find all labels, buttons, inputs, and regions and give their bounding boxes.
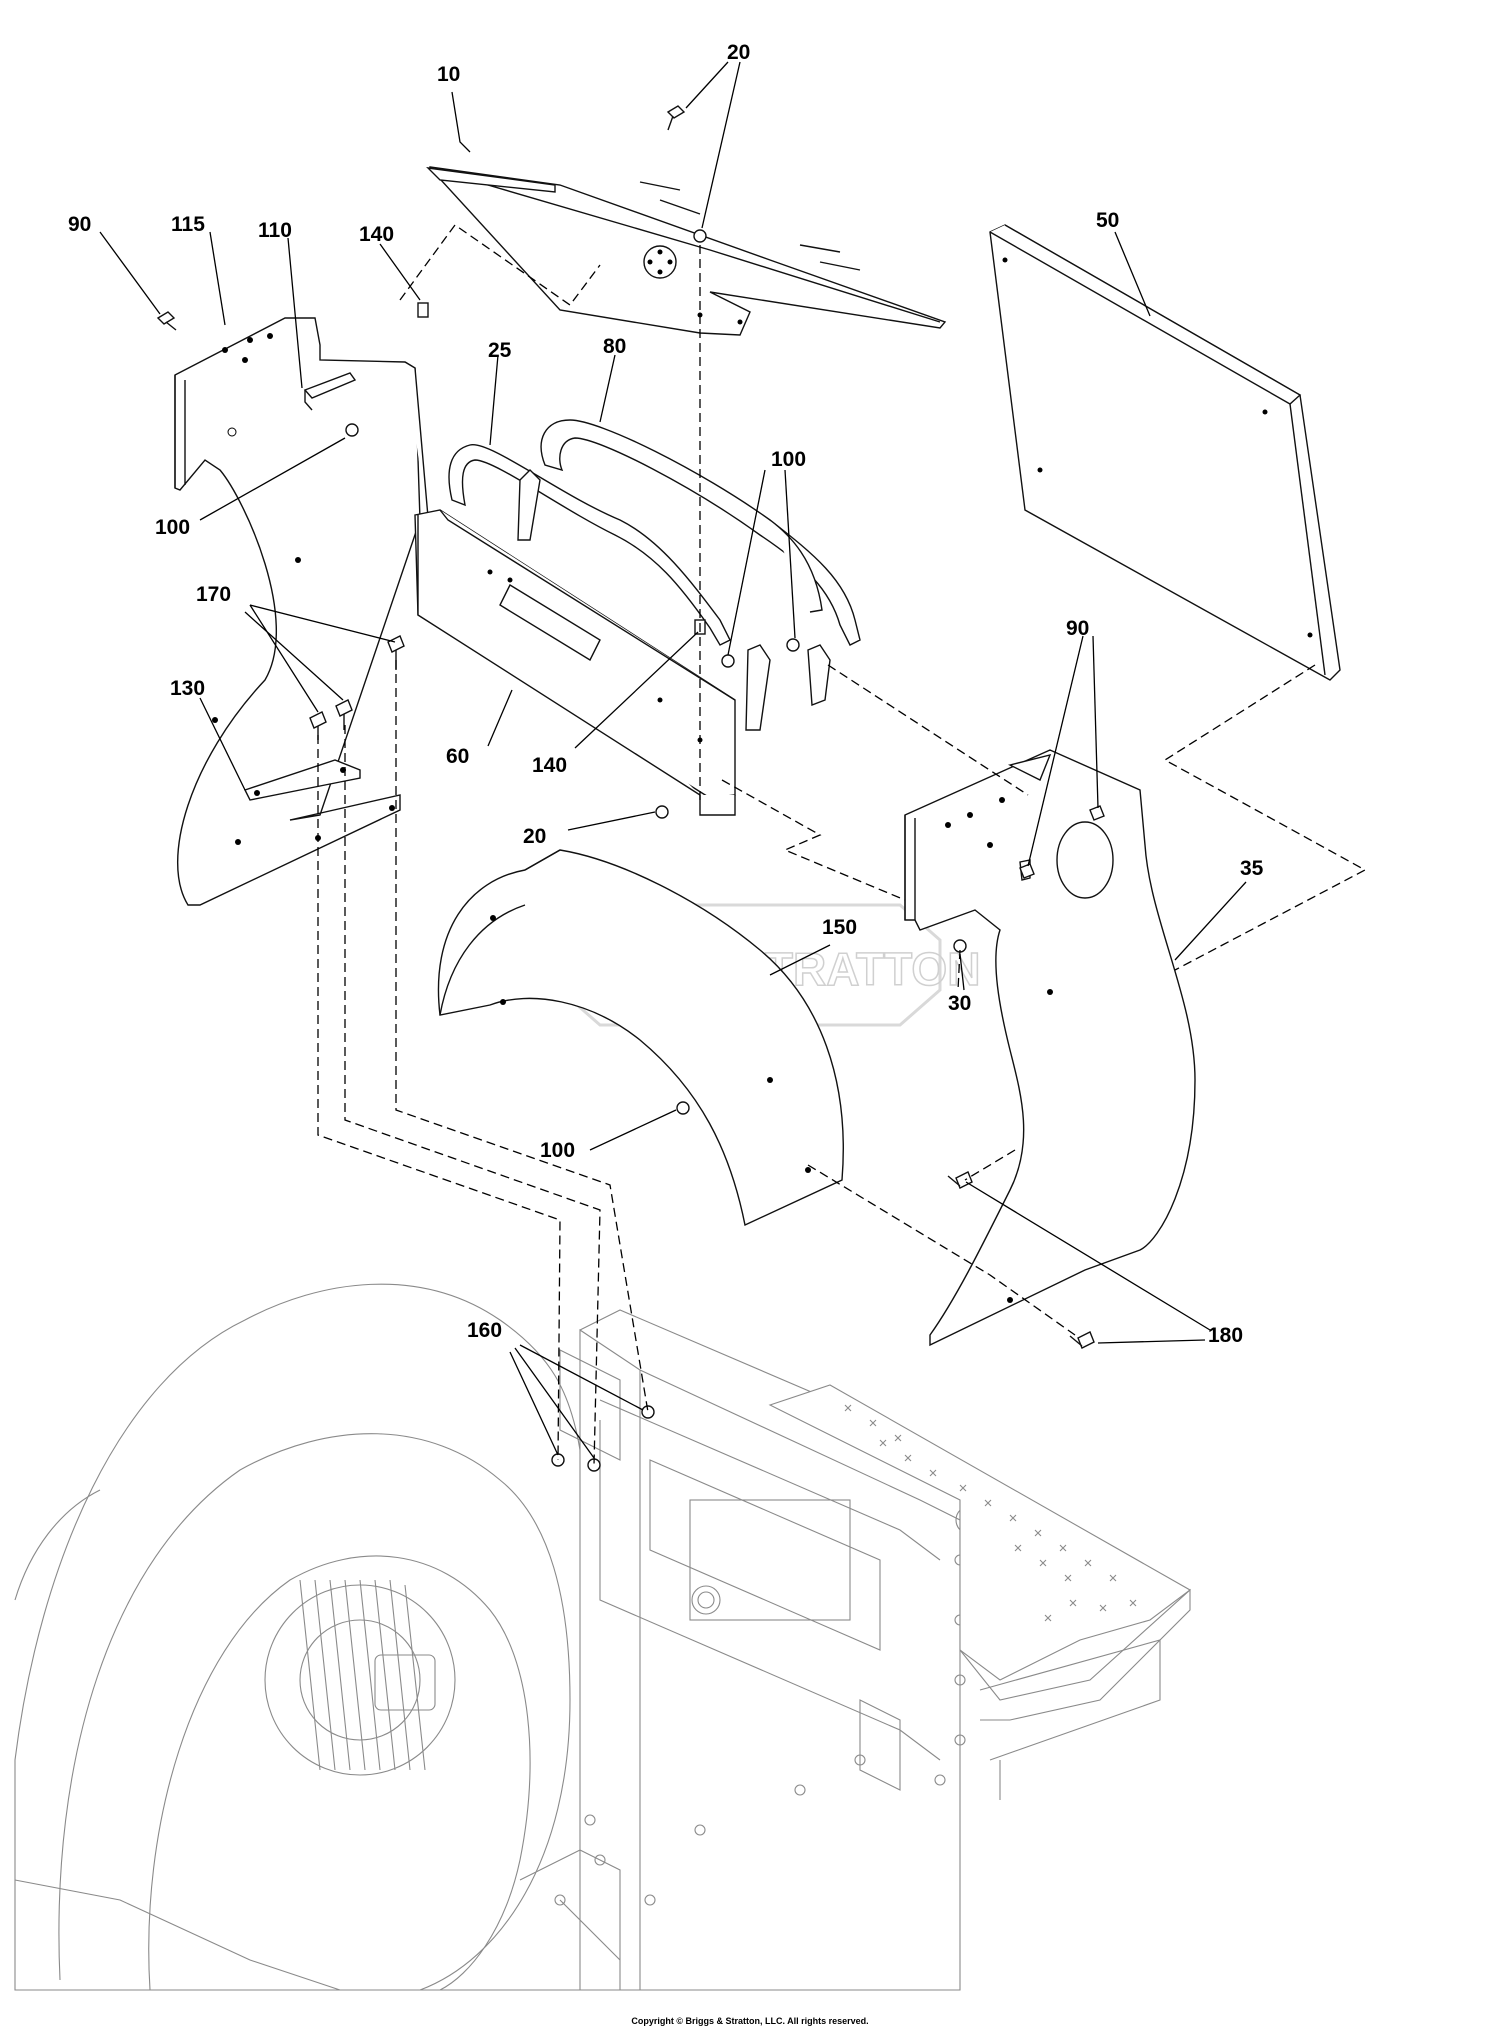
part-115-left-bracket: [174, 317, 431, 906]
callout-180: 180: [1208, 1324, 1244, 1347]
callout-115: 115: [171, 213, 205, 236]
leader-lines: [99, 61, 1247, 1459]
part-90-screw: [156, 311, 177, 331]
callout-140: 140: [532, 754, 568, 777]
part-140-spacer: [417, 302, 429, 318]
part-10-top-plate: [426, 166, 947, 336]
part-50-panel: [989, 224, 1341, 681]
part-130-strap: [244, 759, 361, 801]
callout-100: 100: [771, 448, 807, 471]
machine-frame: [519, 1309, 985, 1991]
part-100-nut: [721, 654, 735, 668]
callout-50: 50: [1096, 209, 1120, 232]
assembly-lines: [317, 224, 1367, 1466]
part-150-shield: [437, 849, 844, 1227]
callout-30: 30: [948, 992, 972, 1015]
part-90-screws: [1019, 805, 1105, 879]
part-100-nut: [786, 638, 800, 652]
callout-90: 90: [1066, 617, 1090, 640]
callout-20: 20: [727, 41, 751, 64]
callout-90: 90: [68, 213, 92, 236]
foot-deck: [768, 1384, 1192, 1800]
part-20-screw: [655, 805, 669, 819]
part-80-handle: [540, 419, 861, 731]
callout-170: 170: [196, 583, 232, 606]
part-60-front-plate: [414, 509, 736, 816]
part-180-bolts: [947, 1171, 1095, 1349]
callout-100: 100: [540, 1139, 576, 1162]
callout-20: 20: [523, 825, 547, 848]
part-100-nut: [676, 1101, 690, 1115]
callout-25: 25: [488, 339, 512, 362]
copyright-notice: Copyright © Briggs & Stratton, LLC. All …: [631, 2016, 869, 2026]
part-20-screw: [666, 105, 707, 243]
callout-150: 150: [822, 916, 858, 939]
callout-60: 60: [446, 745, 470, 768]
callout-80: 80: [603, 335, 627, 358]
callout-160: 160: [467, 1319, 503, 1342]
part-25-handle: [448, 444, 731, 646]
part-35-right-panel: [904, 749, 1196, 1347]
part-100-nut: [345, 423, 359, 437]
blower-housing: [14, 1283, 586, 1991]
part-110-clip: [303, 372, 357, 411]
part-160-nuts: [551, 1405, 655, 1472]
callout-10: 10: [437, 63, 461, 86]
callout-110: 110: [258, 219, 292, 242]
callout-130: 130: [170, 677, 206, 700]
callout-35: 35: [1240, 857, 1264, 880]
part-170-bolts: [309, 635, 405, 740]
callout-140: 140: [359, 223, 395, 246]
callout-100: 100: [155, 516, 191, 539]
